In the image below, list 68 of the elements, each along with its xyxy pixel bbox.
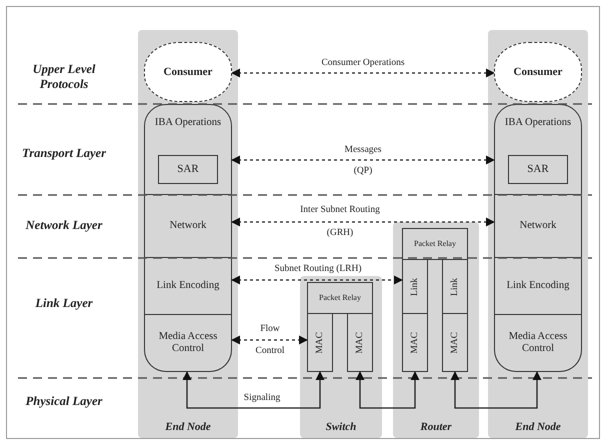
layer-box xyxy=(307,314,333,372)
layer-box xyxy=(144,315,232,372)
node-label: Packet Relay xyxy=(319,294,361,302)
node-label: Consumer xyxy=(514,66,562,78)
layer-label: Upper Level Protocols xyxy=(32,62,96,92)
node-label: Consumer xyxy=(164,66,212,78)
layer-box xyxy=(402,260,428,314)
node-label: Link Encoding xyxy=(506,280,570,292)
node-column xyxy=(393,222,479,438)
edge-label: Consumer Operations xyxy=(321,58,405,68)
layer-label: Network Layer xyxy=(24,218,104,233)
annotation-text: Control xyxy=(255,346,285,356)
node-label: Link Encoding xyxy=(156,280,220,292)
node-label: Link xyxy=(410,278,420,296)
layer-box xyxy=(442,260,468,314)
arrow xyxy=(231,218,495,226)
node-label: End Node xyxy=(515,421,561,434)
layer-box xyxy=(494,258,582,315)
layer-box xyxy=(402,314,428,372)
edge-label: Inter Subnet Routing xyxy=(300,205,380,215)
edge-label: Signaling xyxy=(244,393,280,403)
annotation-text: (QP) xyxy=(354,166,372,176)
node-label: Switch xyxy=(326,421,356,434)
node-label: Network xyxy=(520,220,556,232)
sar-box xyxy=(508,155,568,184)
arrow xyxy=(231,276,403,284)
layer-label: Physical Layer xyxy=(24,394,104,409)
node-label: MAC xyxy=(410,332,420,354)
node-column xyxy=(300,276,382,438)
edge-label: Flow xyxy=(260,324,280,334)
layer-box xyxy=(494,315,582,372)
layer-label: Transport Layer xyxy=(21,146,107,161)
arrow xyxy=(231,68,495,78)
arrow xyxy=(231,336,308,344)
edge-label: Messages xyxy=(344,145,382,155)
annotation-text: (GRH) xyxy=(326,228,354,238)
layer-box xyxy=(494,195,582,258)
node-label: Media Access Control xyxy=(158,330,218,356)
layer-box xyxy=(144,258,232,315)
node-column xyxy=(138,30,238,438)
arrow xyxy=(182,371,324,409)
arrow xyxy=(356,371,420,409)
sar-box xyxy=(158,155,218,184)
relay-box xyxy=(307,282,373,314)
relay-box xyxy=(402,228,468,260)
node-label: IBA Operations xyxy=(504,117,572,130)
node-label: Link xyxy=(450,278,460,296)
layer-box xyxy=(442,314,468,372)
node-label: MAC xyxy=(450,332,460,354)
node-column xyxy=(488,30,588,438)
layer-box xyxy=(144,104,232,195)
node-label: SAR xyxy=(527,163,549,176)
node-label: MAC xyxy=(354,332,366,354)
layer-box xyxy=(494,104,582,195)
node-label: Router xyxy=(420,421,452,434)
layer-label: Link Layer xyxy=(34,296,94,311)
arrow xyxy=(450,371,542,409)
node-label: Packet Relay xyxy=(414,240,456,248)
node-label: Media Access Control xyxy=(508,330,568,356)
node-label: IBA Operations xyxy=(154,117,222,130)
node-label: SAR xyxy=(177,163,199,176)
node-label: Network xyxy=(170,220,206,232)
node-label: End Node xyxy=(165,421,211,434)
edge-label: Subnet Routing (LRH) xyxy=(274,264,362,274)
layer-box xyxy=(347,314,373,372)
node-label: MAC xyxy=(314,332,326,354)
arrow xyxy=(231,156,495,164)
layer-box xyxy=(144,195,232,258)
